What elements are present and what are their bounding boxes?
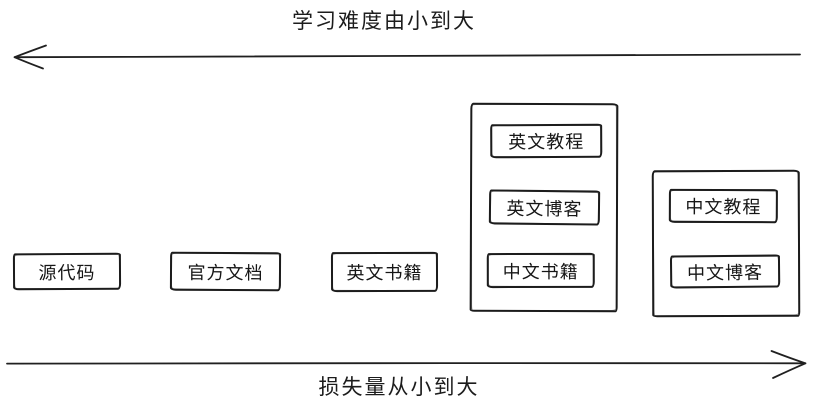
box-english-blogs: 英文博客 (488, 189, 601, 226)
bottom-arrow-head (770, 350, 807, 379)
box-official-docs: 官方文档 (169, 251, 282, 292)
box-chinese-books: 中文书籍 (486, 252, 595, 289)
box-english-tutorials-label: 英文教程 (508, 131, 585, 153)
box-chinese-blogs: 中文博客 (669, 254, 781, 289)
bottom-axis-label: 损失量从小到大 (318, 376, 480, 399)
box-chinese-books-label: 中文书籍 (502, 261, 579, 282)
box-english-books: 英文书籍 (330, 251, 439, 293)
box-source-code-label: 源代码 (38, 262, 96, 283)
top-arrow-line (15, 53, 801, 59)
group-english-and-chinese-books: 英文教程 英文博客 中文书籍 (469, 102, 619, 313)
box-chinese-blogs-label: 中文博客 (687, 262, 764, 283)
box-english-tutorials: 英文教程 (490, 123, 603, 159)
top-axis-arrow-left-icon (13, 44, 801, 70)
top-axis-label: 学习难度由小到大 (292, 10, 476, 33)
group-chinese-tutorials-blogs: 中文教程 中文博客 (651, 169, 801, 318)
bottom-axis-arrow-right-icon (6, 350, 807, 379)
box-official-docs-label: 官方文档 (187, 262, 264, 283)
box-chinese-tutorials-label: 中文教程 (685, 196, 762, 218)
box-english-books-label: 英文书籍 (346, 262, 423, 284)
box-source-code: 源代码 (12, 252, 122, 291)
top-arrow-head (13, 44, 47, 70)
box-chinese-tutorials: 中文教程 (668, 188, 778, 224)
box-english-blogs-label: 英文博客 (506, 198, 583, 219)
